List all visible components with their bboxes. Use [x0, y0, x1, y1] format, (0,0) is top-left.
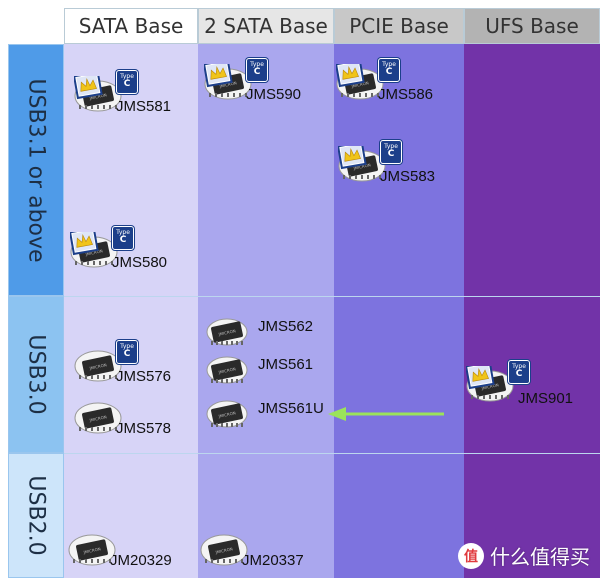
- svg-text:JMICRON: JMICRON: [217, 410, 236, 419]
- svg-text:JMICRON: JMICRON: [352, 162, 371, 171]
- column-header-pcie: PCIE Base: [334, 8, 464, 44]
- chip-jm20329: JMICRON JM20329: [68, 524, 196, 582]
- type-c-badge-line1: Type: [382, 61, 396, 68]
- chip-jm20337: JMICRON JM20337: [200, 524, 328, 582]
- column-header-2sata: 2 SATA Base: [198, 8, 334, 44]
- chip-icon: JMICRON: [206, 352, 248, 392]
- chip-name-label: JMS580: [112, 254, 168, 271]
- watermark-text: 什么值得买: [490, 545, 590, 569]
- chip-name-label: JM20337: [242, 552, 304, 569]
- column-header-ufs: UFS Base: [464, 8, 600, 44]
- type-c-badge-line1: Type: [512, 363, 526, 370]
- chip-icon: JMICRON: [68, 530, 116, 574]
- row-label-usb30-text: USB3.0: [23, 334, 49, 415]
- chip-name-label: JMS583: [380, 168, 436, 185]
- chip-jms562: JMICRON JMS562: [206, 308, 334, 366]
- svg-text:JMICRON: JMICRON: [214, 546, 233, 555]
- svg-text:JMICRON: JMICRON: [88, 92, 107, 101]
- type-c-badge-line2: C: [515, 369, 523, 379]
- row-divider-usb20: [64, 453, 600, 454]
- row-label-usb31: USB3.1 or above: [8, 44, 64, 296]
- svg-text:JMICRON: JMICRON: [82, 546, 101, 555]
- svg-text:JMICRON: JMICRON: [480, 382, 499, 391]
- chip-crown-icon: JMICRON: [68, 226, 118, 276]
- row-label-usb20: USB2.0: [8, 453, 64, 578]
- chip-icon: JMICRON: [206, 314, 248, 354]
- row-label-usb30: USB3.0: [8, 296, 64, 453]
- type-c-badge-line2: C: [387, 149, 395, 159]
- chip-jms561: JMICRON JMS561: [206, 346, 334, 404]
- column-bg-2sata: [198, 44, 334, 578]
- type-c-badge-line2: C: [123, 349, 131, 359]
- chip-name-label: JMS561U: [258, 400, 324, 417]
- svg-text:JMICRON: JMICRON: [88, 414, 107, 423]
- type-c-badge-line2: C: [385, 67, 393, 77]
- chip-name-label: JMS576: [116, 368, 172, 385]
- svg-text:JMICRON: JMICRON: [350, 80, 369, 89]
- watermark-logo-icon: 值: [458, 542, 484, 569]
- chip-icon: JMICRON: [74, 346, 122, 390]
- row-label-usb31-text: USB3.1 or above: [23, 77, 49, 263]
- column-header-sata: SATA Base: [64, 8, 198, 44]
- chip-jms561u: JMICRON JMS561U: [206, 390, 334, 448]
- chip-name-label: JMS581: [116, 98, 172, 115]
- svg-text:JMICRON: JMICRON: [217, 366, 236, 375]
- row-label-usb20-text: USB2.0: [23, 475, 49, 556]
- chip-name-label: JMS578: [116, 420, 172, 437]
- chip-crown-icon: JMICRON: [336, 140, 386, 190]
- chip-icon: JMICRON: [206, 396, 248, 436]
- svg-text:JMICRON: JMICRON: [218, 80, 237, 89]
- type-c-badge-line1: Type: [250, 61, 264, 68]
- chip-name-label: JMS562: [258, 318, 314, 335]
- type-c-badge-line1: Type: [120, 73, 134, 80]
- type-c-badge-line1: Type: [116, 229, 130, 236]
- type-c-badge-line2: C: [119, 235, 127, 245]
- chip-jms578: JMICRON JMS578: [74, 392, 202, 450]
- watermark: 值 什么值得买: [458, 541, 590, 570]
- row-divider-usb30: [64, 296, 600, 297]
- type-c-badge-line1: Type: [120, 343, 134, 350]
- column-bg-sata: [64, 44, 198, 578]
- chip-name-label: JM20329: [110, 552, 172, 569]
- svg-text:JMICRON: JMICRON: [217, 328, 236, 337]
- svg-text:JMICRON: JMICRON: [84, 248, 103, 257]
- column-bg-ufs: [464, 44, 600, 578]
- chip-name-label: JMS901: [518, 390, 574, 407]
- chip-name-label: JMS586: [378, 86, 434, 103]
- type-c-badge-line2: C: [123, 79, 131, 89]
- chip-crown-icon: JMICRON: [202, 58, 252, 108]
- type-c-badge-line2: C: [253, 67, 261, 77]
- chip-name-label: JMS590: [246, 86, 302, 103]
- svg-text:JMICRON: JMICRON: [88, 362, 107, 371]
- chip-name-label: JMS561: [258, 356, 314, 373]
- column-bg-pcie: [334, 44, 464, 578]
- chip-icon: JMICRON: [200, 530, 248, 574]
- type-c-badge-line1: Type: [384, 143, 398, 150]
- chip-icon: JMICRON: [74, 398, 122, 442]
- arrow-icon: [328, 407, 444, 421]
- chip-crown-icon: JMICRON: [334, 58, 384, 108]
- chip-crown-icon: JMICRON: [72, 70, 122, 120]
- chip-crown-icon: JMICRON: [464, 360, 514, 410]
